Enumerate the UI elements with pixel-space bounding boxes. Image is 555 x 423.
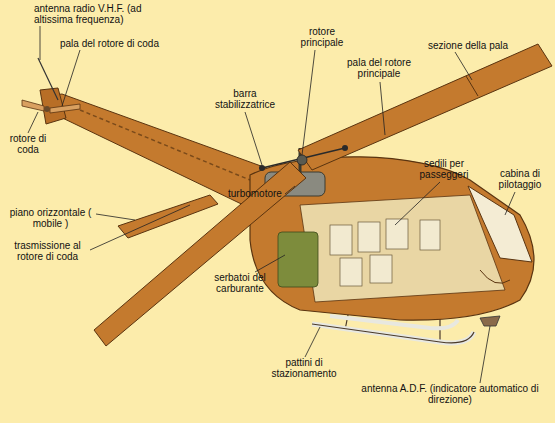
part-label: piano orizzontale ( mobile ): [3, 207, 98, 229]
tail-rotor-hub: [44, 106, 50, 112]
seat: [420, 220, 440, 250]
leader-lines: [28, 26, 515, 383]
part-label: barra stabilizzatrice: [205, 88, 285, 110]
part-label: sedili per passeggeri: [410, 158, 478, 180]
leader-line: [305, 327, 320, 357]
part-label: antenna radio V.H.F. (ad altissima frequ…: [34, 3, 152, 25]
leader-line: [90, 205, 190, 250]
main-rotor-blade: [298, 44, 552, 170]
seat: [370, 255, 392, 283]
part-label: pattini di stazionamento: [265, 357, 343, 379]
part-label: rotore principale: [292, 26, 352, 48]
part-label: cabina di pilotaggio: [490, 168, 550, 190]
main-rotor-hub: [297, 155, 307, 165]
seat: [340, 258, 362, 286]
tail-rotor-blade: [50, 104, 80, 113]
leader-line: [255, 255, 285, 272]
cockpit-window: [468, 186, 532, 262]
stabilizer-bar: [262, 148, 345, 168]
part-label: trasmissione al rotore di coda: [5, 240, 90, 262]
seat: [330, 225, 352, 255]
part-label: antenna A.D.F. (indicatore automatico di…: [355, 383, 545, 405]
leader-line: [285, 186, 295, 194]
fuel-tank: [278, 232, 318, 287]
leader-line: [245, 112, 262, 165]
horizontal-stabilizer: [118, 195, 218, 238]
tail-rotor-blade: [22, 100, 44, 111]
leader-line: [40, 26, 41, 60]
tail-drive-shaft: [80, 110, 250, 180]
stabilizer-weight: [259, 165, 265, 171]
vhf-antenna: [38, 58, 58, 100]
main-rotor-blade: [94, 162, 306, 346]
part-label: sezione della pala: [428, 40, 538, 51]
stabilizer-weight: [342, 145, 348, 151]
part-label: pala del rotore principale: [340, 57, 418, 79]
leader-line: [480, 326, 490, 383]
leader-line: [505, 192, 515, 215]
leader-line: [96, 214, 135, 220]
adf-antenna: [480, 316, 500, 326]
leader-line: [395, 182, 440, 225]
leader-line: [455, 52, 472, 80]
passenger-seats: [330, 219, 440, 286]
part-label: serbatoi del carburante: [200, 272, 280, 294]
leader-line: [380, 82, 385, 135]
leader-line: [28, 112, 38, 133]
cabin-cutaway: [300, 195, 505, 302]
seat: [358, 222, 380, 252]
part-label: turbomotore: [228, 188, 298, 199]
part-label: rotore di coda: [3, 133, 53, 155]
blade-section-mark: [466, 76, 478, 96]
leader-line: [62, 50, 80, 106]
part-label: pala del rotore di coda: [60, 38, 185, 49]
leader-line: [302, 50, 315, 155]
cockpit-detail: [480, 270, 510, 283]
